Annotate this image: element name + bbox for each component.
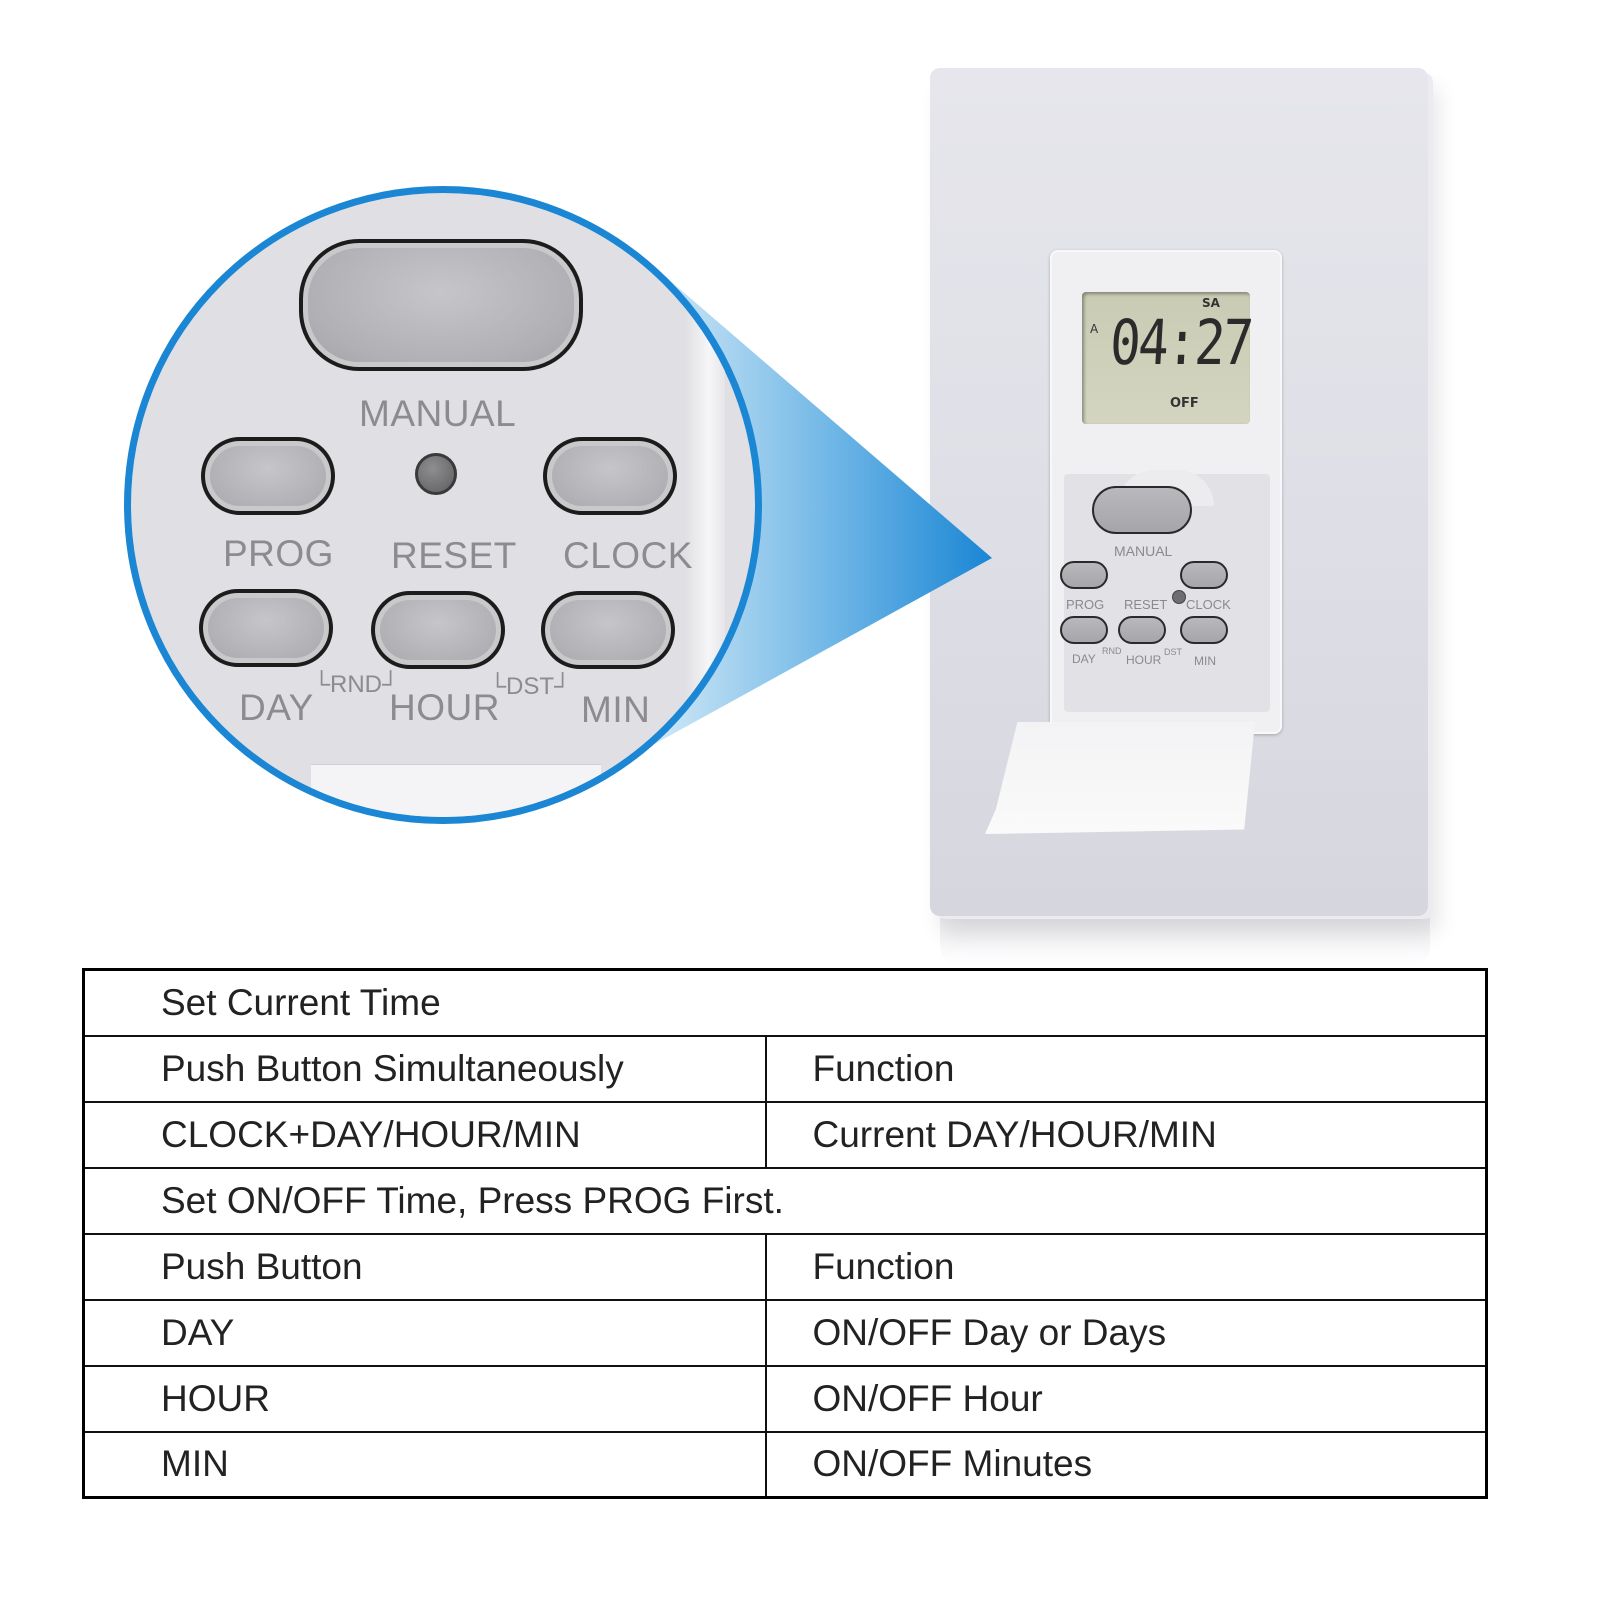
cell-button-day: DAY (82, 1298, 767, 1367)
clock-button[interactable] (543, 437, 677, 515)
cell-function: ON/OFF Day or Days (764, 1298, 1488, 1367)
table-header-row: Push Button Simultaneously Function (82, 1034, 1488, 1103)
lcd-display (1082, 292, 1250, 424)
cell-button-hour: HOUR (82, 1364, 767, 1433)
header-function: Function (764, 1232, 1488, 1301)
table-row: MIN ON/OFF Minutes (82, 1430, 1488, 1499)
device-reset-hole[interactable] (1172, 590, 1186, 604)
device-min-button[interactable] (1180, 616, 1228, 644)
lcd-mode-indicator: A (1090, 322, 1099, 336)
lcd-status: OFF (1170, 396, 1199, 411)
device-clock-button[interactable] (1180, 561, 1228, 589)
section-title-set-on-off-time: Set ON/OFF Time, Press PROG First. (82, 1166, 1488, 1235)
min-label: MIN (581, 689, 651, 730)
section-title-row: Set ON/OFF Time, Press PROG First. (82, 1166, 1488, 1235)
instruction-table: Set Current Time Push Button Simultaneou… (82, 968, 1488, 1499)
clock-label: CLOCK (563, 535, 693, 576)
device-day-label: DAY (1072, 652, 1096, 666)
reset-label: RESET (391, 535, 517, 576)
magnified-callout: MANUAL PROG RESET CLOCK DAY └RND┘ HOUR └… (124, 186, 762, 824)
hour-label: HOUR (389, 687, 500, 728)
plate-reflection (940, 918, 1430, 966)
device-rnd-label: RND (1102, 646, 1122, 656)
section-title-set-current-time: Set Current Time (82, 968, 1488, 1037)
day-label: DAY (239, 687, 314, 728)
cell-function: ON/OFF Hour (764, 1364, 1488, 1433)
min-button[interactable] (541, 591, 675, 669)
cell-button-combo: CLOCK+DAY/HOUR/MIN (82, 1100, 767, 1169)
header-push-button: Push Button (82, 1232, 767, 1301)
device-prog-button[interactable] (1060, 561, 1108, 589)
manual-label: MANUAL (359, 393, 517, 434)
prog-button[interactable] (201, 437, 335, 515)
device-manual-label: MANUAL (1114, 543, 1173, 559)
device-hour-button[interactable] (1118, 616, 1166, 644)
lcd-time: 04:27 (1108, 306, 1254, 379)
prog-label: PROG (223, 533, 334, 574)
reset-hole[interactable] (415, 453, 457, 495)
table-row: DAY ON/OFF Day or Days (82, 1298, 1488, 1367)
header-push-button-simultaneously: Push Button Simultaneously (82, 1034, 767, 1103)
device-prog-label: PROG (1066, 597, 1105, 612)
module-edge (685, 193, 725, 817)
table-header-row: Push Button Function (82, 1232, 1488, 1301)
lcd-day-indicator: SA (1202, 296, 1220, 310)
device-min-label: MIN (1194, 654, 1216, 668)
cell-function: Current DAY/HOUR/MIN (764, 1100, 1488, 1169)
device-reset-label: RESET (1124, 597, 1168, 612)
hour-button[interactable] (371, 591, 505, 669)
cell-function: ON/OFF Minutes (764, 1430, 1488, 1499)
table-row: HOUR ON/OFF Hour (82, 1364, 1488, 1433)
device-manual-button[interactable] (1092, 486, 1192, 534)
device-hour-label: HOUR (1126, 653, 1162, 667)
day-button[interactable] (199, 589, 333, 667)
header-function: Function (764, 1034, 1488, 1103)
device-clock-label: CLOCK (1186, 597, 1231, 612)
manual-button[interactable] (299, 239, 583, 371)
device-day-button[interactable] (1060, 616, 1108, 644)
device-dst-label: DST (1164, 647, 1182, 657)
table-row: CLOCK+DAY/HOUR/MIN Current DAY/HOUR/MIN (82, 1100, 1488, 1169)
rnd-label: └RND┘ (313, 671, 400, 698)
module-bottom-tab (311, 764, 601, 817)
cell-button-min: MIN (82, 1430, 767, 1499)
section-title-row: Set Current Time (82, 968, 1488, 1037)
dst-label: └DST┘ (489, 673, 572, 700)
flip-cover[interactable] (985, 722, 1255, 834)
